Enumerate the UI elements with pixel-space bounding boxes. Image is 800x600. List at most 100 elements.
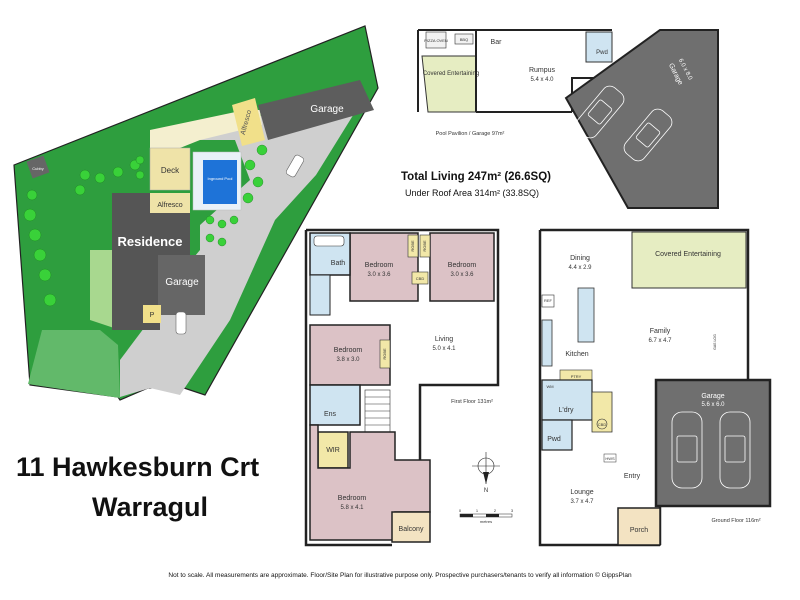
ff-label-robe2: ROBE bbox=[422, 240, 427, 252]
gf-label-entry: Entry bbox=[624, 473, 641, 480]
gf-label-lounge: Lounge bbox=[570, 489, 593, 496]
ff-robe-1 bbox=[407, 234, 419, 258]
site-trees bbox=[23, 144, 268, 307]
gf-ref bbox=[541, 294, 555, 308]
gf-caption: Ground Floor 116m² bbox=[711, 518, 760, 524]
gf-kitchen-bench bbox=[541, 319, 553, 367]
pool-pavilion-plan: Covered Entertaining PIZZA OVEN BBQ Bar … bbox=[417, 29, 719, 209]
ff-label-cbd: CBD bbox=[416, 276, 425, 281]
ff-ensuite bbox=[309, 384, 361, 426]
ff-label-robe3: ROBE bbox=[382, 348, 387, 360]
disclaimer: Not to scale. All measurements are appro… bbox=[168, 571, 632, 579]
site-alfresco-side bbox=[232, 98, 265, 146]
pp-bbq bbox=[454, 33, 474, 45]
gf-covered-entertaining bbox=[631, 231, 747, 289]
site-label-garage-main: Garage bbox=[165, 277, 199, 288]
scale-bar: 0 1 2 3 metres bbox=[459, 508, 514, 524]
gf-label-cbd: CBD bbox=[598, 422, 607, 427]
gf-label-covered: Covered Entertaining bbox=[655, 251, 721, 258]
gf-label-pwd: Pwd bbox=[547, 436, 561, 443]
site-garage-main bbox=[158, 255, 205, 315]
ff-label-bed4: Bedroom bbox=[338, 495, 367, 502]
scale-tick-3: 3 bbox=[511, 508, 514, 513]
pp-label-pwd: Pwd bbox=[596, 50, 608, 56]
ff-caption: First Floor 131m² bbox=[451, 399, 493, 405]
gf-cbd bbox=[596, 418, 608, 430]
ff-label-bed1-dim: 3.0 x 3.6 bbox=[367, 272, 391, 278]
north-arrow-icon: N bbox=[472, 452, 500, 494]
site-deck bbox=[149, 147, 191, 191]
gf-label-ldry: L'dry bbox=[559, 407, 574, 414]
site-label-alfresco: Alfresco bbox=[157, 202, 182, 209]
site-label-garage-top: Garage bbox=[310, 104, 344, 115]
ff-label-wir: WIR bbox=[326, 447, 340, 454]
ground-floor-plan: Covered Entertaining Dining 4.4 x 2.9 Fa… bbox=[538, 228, 772, 547]
pp-covered-entertaining bbox=[421, 55, 477, 113]
ff-label-bed3-dim: 3.8 x 3.0 bbox=[336, 357, 360, 363]
address-line-1: 11 Hawkesburn Crt bbox=[16, 452, 260, 482]
address-line-2: Warragul bbox=[92, 492, 209, 522]
pp-pwd bbox=[585, 31, 613, 63]
ff-label-bed2: Bedroom bbox=[448, 262, 477, 269]
first-floor-plan: Bedroom 3.0 x 3.6 Bedroom 3.0 x 3.6 ROBE… bbox=[304, 228, 500, 547]
scale-tick-0: 0 bbox=[459, 508, 462, 513]
ff-label-bath: Bath bbox=[331, 260, 346, 267]
ff-label-bed1: Bedroom bbox=[365, 262, 394, 269]
gf-label-ref: REF bbox=[544, 298, 553, 303]
scale-tick-1: 1 bbox=[476, 508, 479, 513]
gf-label-gas-log: GAS LOG bbox=[713, 334, 717, 350]
site-label-p: P bbox=[150, 312, 155, 319]
site-car-1 bbox=[285, 154, 305, 178]
ff-bedroom-3 bbox=[309, 324, 391, 386]
gf-stair-void bbox=[591, 391, 613, 433]
gf-label-wm: WM bbox=[546, 384, 553, 389]
site-label-cubby: Cubby bbox=[32, 166, 44, 171]
ff-label-living-dim: 5.0 x 4.1 bbox=[432, 346, 456, 352]
total-living: Total Living 247m² (26.6SQ) bbox=[401, 171, 551, 183]
scale-unit: metres bbox=[480, 519, 492, 524]
gf-pwd bbox=[541, 419, 573, 451]
pp-label-rumpus-dim: 5.4 x 4.0 bbox=[530, 77, 554, 83]
gf-label-family-dim: 6.7 x 4.7 bbox=[648, 338, 672, 344]
pp-label-covered: Covered Entertaining bbox=[423, 71, 479, 77]
pp-label-bar: Bar bbox=[491, 39, 503, 46]
pp-pizza-oven bbox=[425, 31, 447, 49]
site-cubby bbox=[26, 155, 50, 179]
ff-label-bed4-dim: 5.8 x 4.1 bbox=[340, 505, 364, 511]
gf-hws bbox=[603, 453, 617, 463]
ff-label-balcony: Balcony bbox=[399, 526, 424, 533]
lawn-area bbox=[28, 330, 120, 398]
gf-label-kitchen: Kitchen bbox=[565, 351, 588, 358]
ff-label-robe1: ROBE bbox=[410, 240, 415, 252]
ff-bedroom-1 bbox=[349, 232, 419, 302]
site-alfresco bbox=[150, 193, 190, 213]
pp-label-pizza-oven: PIZZA OVEN bbox=[424, 38, 448, 43]
scale-tick-2: 2 bbox=[494, 508, 497, 513]
site-pool-water bbox=[203, 160, 237, 204]
north-label: N bbox=[484, 488, 488, 494]
ff-shower bbox=[309, 274, 331, 316]
site-garage-top bbox=[258, 80, 374, 140]
ff-bathtub bbox=[313, 235, 345, 247]
ff-bedroom-2 bbox=[429, 232, 495, 302]
gf-label-hws: HWS bbox=[605, 456, 615, 461]
site-car-2 bbox=[175, 311, 187, 335]
paved-courtyard bbox=[150, 110, 262, 160]
pp-label-bbq: BBQ bbox=[460, 37, 468, 42]
ff-label-ens: Ens bbox=[324, 411, 337, 418]
pp-walls bbox=[417, 29, 612, 113]
pp-label-rumpus: Rumpus bbox=[529, 67, 556, 74]
gf-label-ptry: PTRY bbox=[571, 374, 582, 379]
gf-label-dining-dim: 4.4 x 2.9 bbox=[568, 265, 592, 271]
site-porch bbox=[143, 305, 161, 323]
ff-outer-walls bbox=[304, 228, 500, 547]
pp-car-1 bbox=[575, 85, 625, 139]
pp-car-2 bbox=[623, 108, 673, 162]
site-label-pool: Inground Pool bbox=[208, 176, 233, 181]
gf-island bbox=[577, 287, 595, 343]
gf-label-dining: Dining bbox=[570, 255, 590, 262]
gf-label-family: Family bbox=[650, 328, 671, 335]
pp-garage bbox=[564, 29, 719, 209]
ff-robe-3 bbox=[379, 339, 391, 369]
